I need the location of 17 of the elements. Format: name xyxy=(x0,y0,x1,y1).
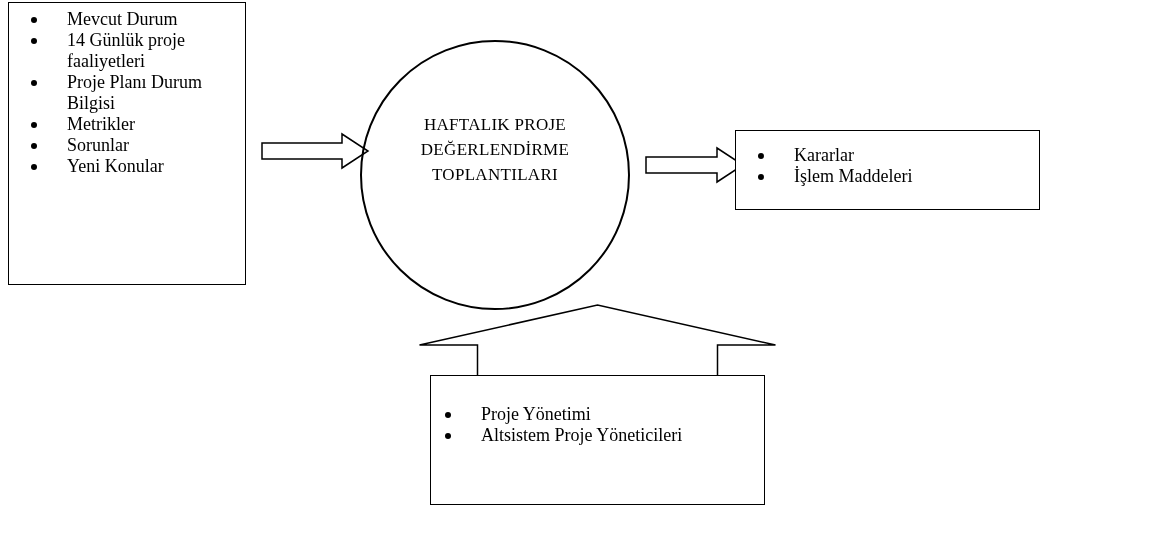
bullet-item: Proje Planı Durum Bilgisi xyxy=(17,72,237,114)
bullet-item: Proje Yönetimi xyxy=(431,404,756,425)
list-box xyxy=(735,130,1040,210)
bullet-item: Mevcut Durum xyxy=(17,9,237,30)
list-box xyxy=(8,2,246,285)
bullet-item: Metrikler xyxy=(17,114,237,135)
bullet-item: 14 Günlük proje faaliyetleri xyxy=(17,30,237,72)
bullet-item: Yeni Konular xyxy=(17,156,237,177)
block-arrow xyxy=(418,304,777,376)
bullet-item: Kararlar xyxy=(744,145,1031,166)
circle-title: HAFTALIK PROJE DEĞERLENDİRME TOPLANTILARI xyxy=(420,114,570,186)
bullet-item: Altsistem Proje Yöneticileri xyxy=(431,425,756,446)
meeting-circle xyxy=(360,40,630,310)
list-box xyxy=(430,375,765,505)
bullet-item: İşlem Maddeleri xyxy=(744,166,1031,187)
bullet-item: Sorunlar xyxy=(17,135,237,156)
block-arrow xyxy=(261,132,370,170)
